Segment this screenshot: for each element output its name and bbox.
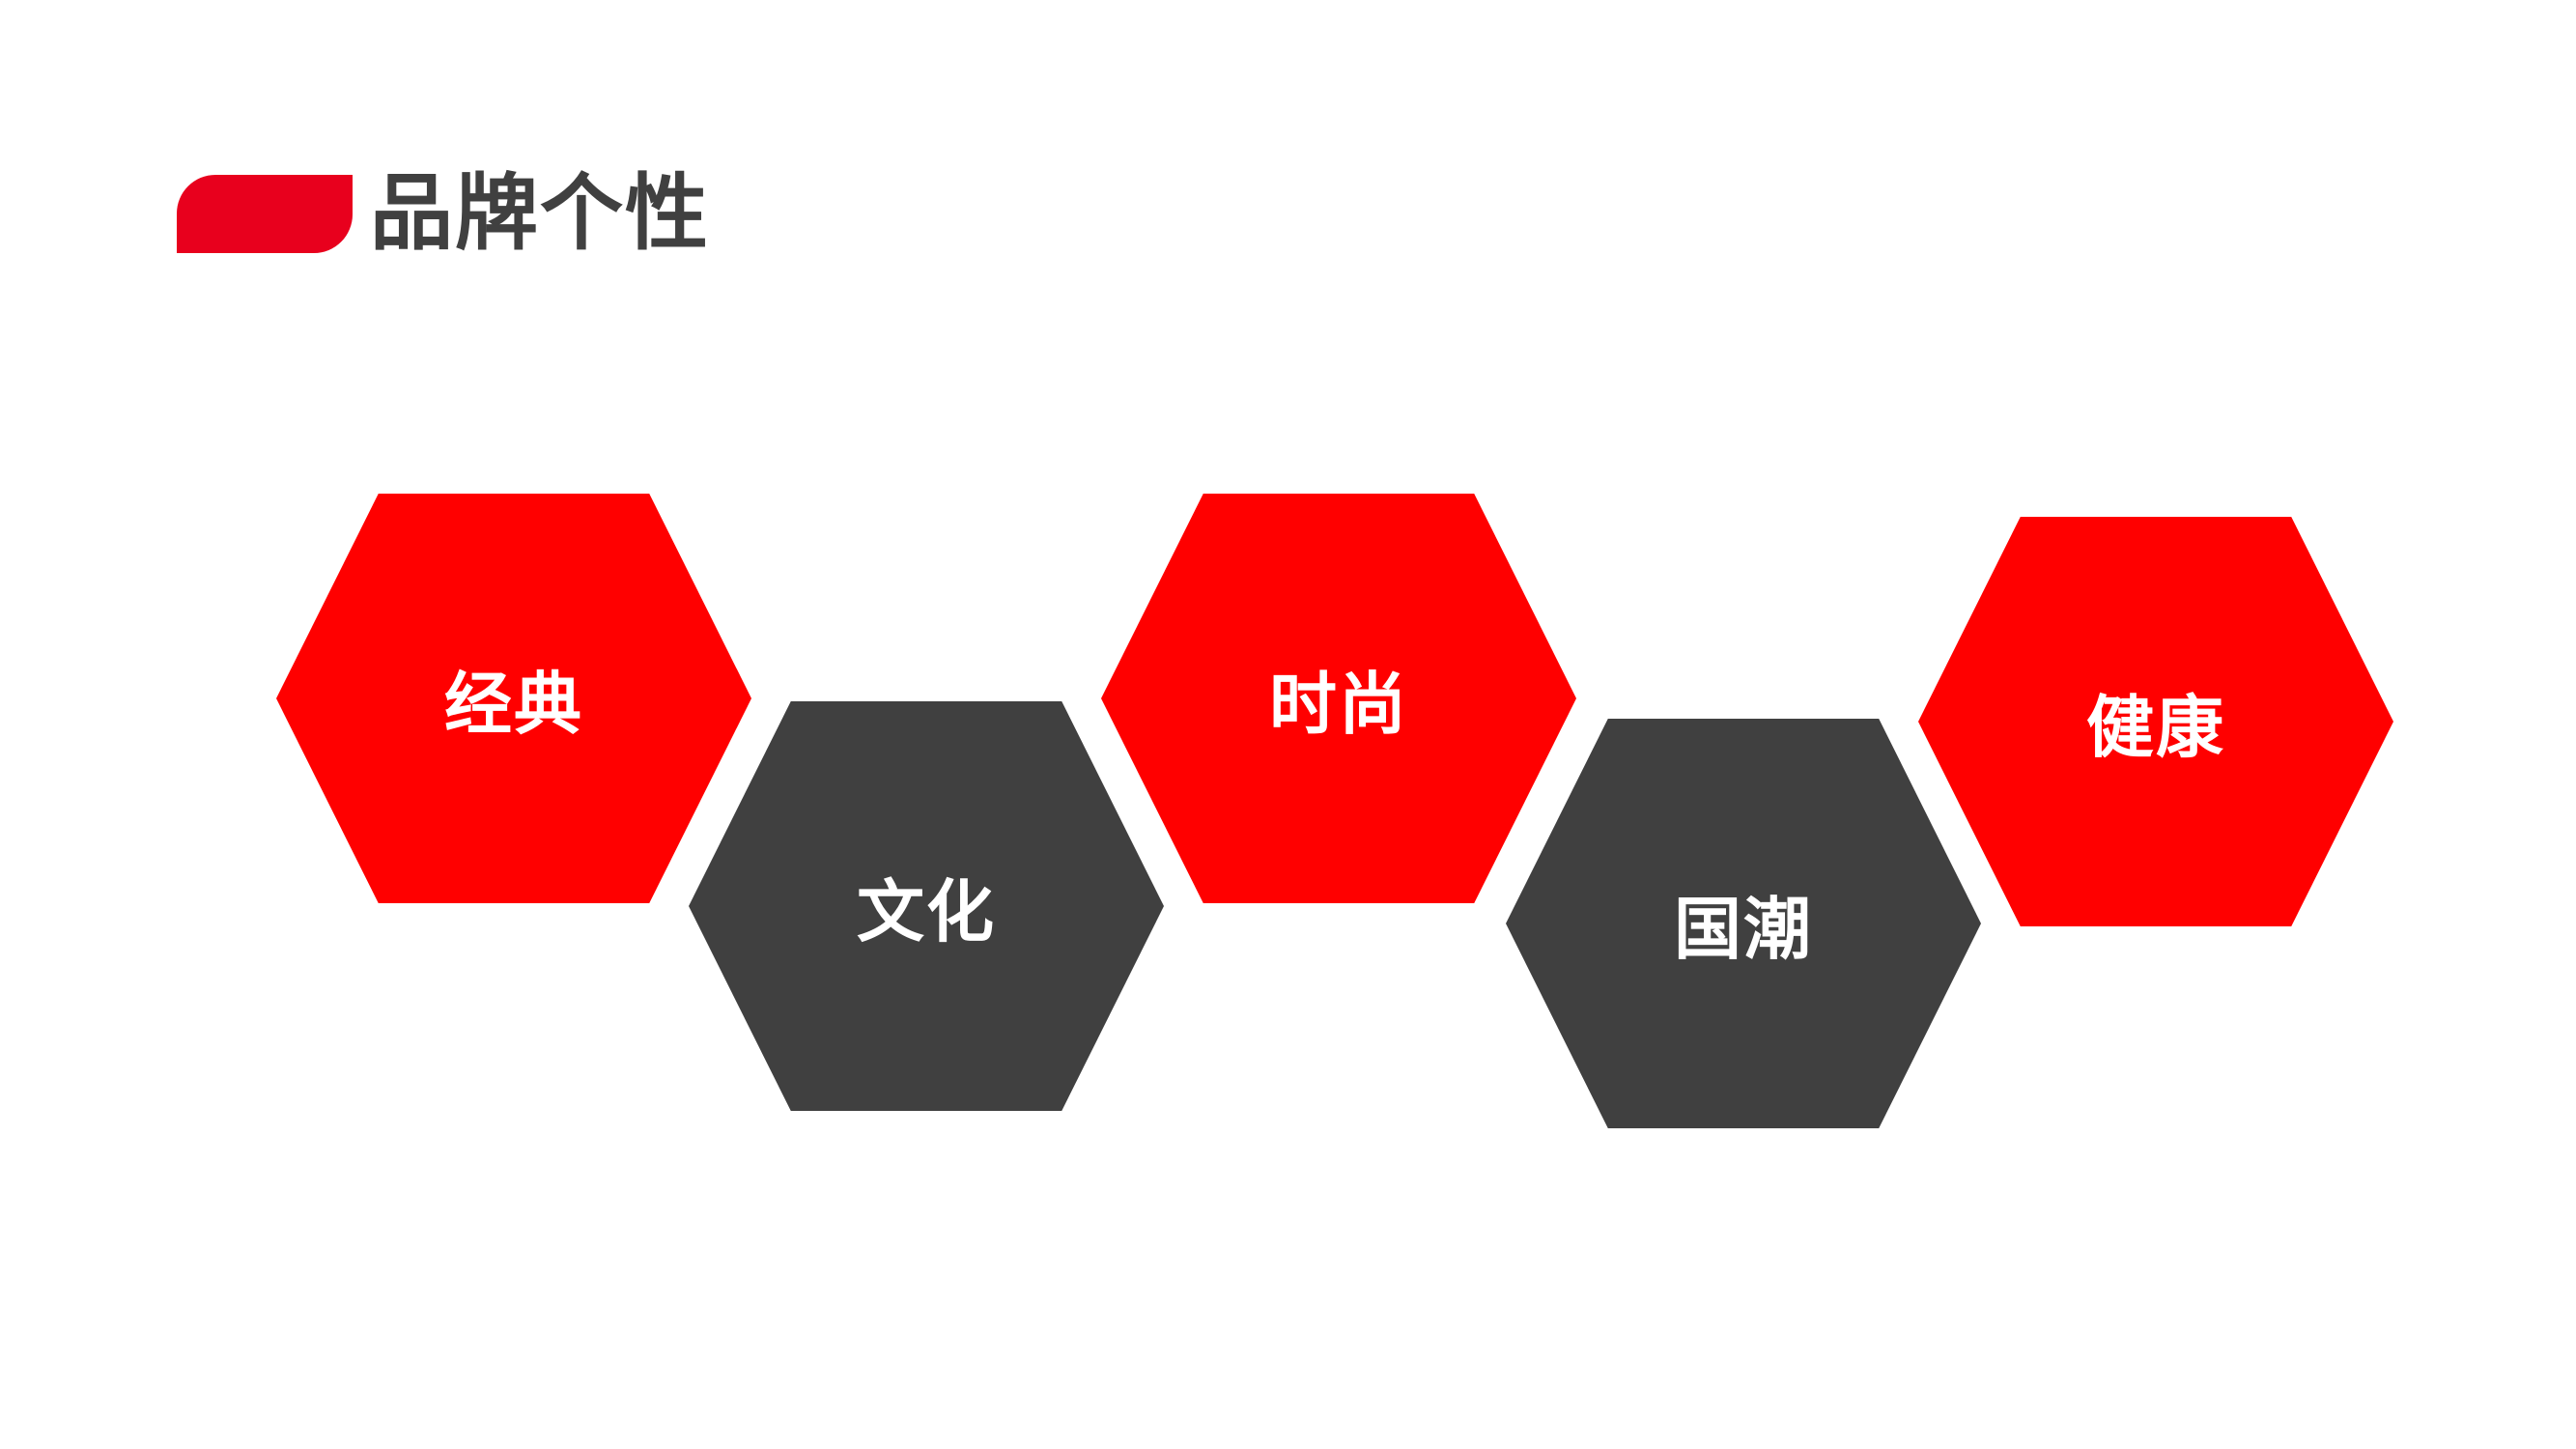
title-accent-bar [177,175,353,253]
hexagon-trait-culture: 文化 [689,701,1164,1111]
hexagon-label: 文化 [857,871,996,952]
hexagon-trait-fashion: 时尚 [1101,494,1576,903]
hexagon-trait-health: 健康 [1918,517,2393,926]
hexagon-label: 健康 [2086,687,2225,767]
hexagon-trait-guochao: 国潮 [1506,719,1981,1128]
hexagon-label: 时尚 [1269,664,1408,744]
hexagon-label: 经典 [444,664,583,744]
page-title: 品牌个性 [370,165,710,262]
hexagon-trait-classic: 经典 [276,494,751,903]
hexagon-label: 国潮 [1674,889,1813,969]
